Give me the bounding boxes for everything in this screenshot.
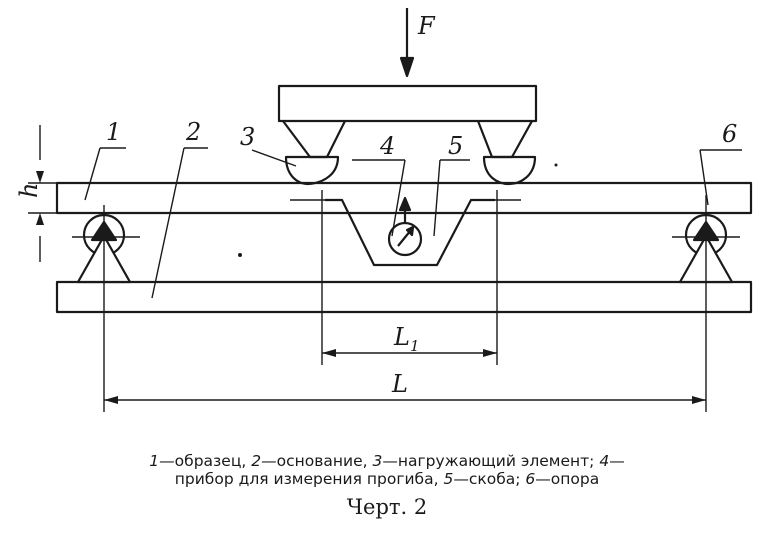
loading-roller-right [482, 155, 537, 186]
label-l1: L1 [393, 323, 419, 355]
caption-text-4b: прибор для измерения прогиба, [174, 470, 444, 488]
label-h: h [15, 183, 43, 198]
leader-1 [84, 147, 101, 201]
loading-beam [277, 84, 538, 123]
label-2: 2 [185, 118, 201, 146]
caption-num-4: 4 [599, 452, 610, 470]
leader-5 [433, 159, 441, 237]
caption-num-6: 6 [525, 470, 536, 488]
base [55, 280, 753, 314]
leader-4 [391, 159, 406, 237]
caption-num-2: 2 [251, 452, 262, 470]
leader-6 [699, 149, 709, 206]
caption-line-2: прибор для измерения прогиба, 5—скоба; 6… [0, 470, 774, 488]
bracket [325, 198, 495, 267]
caption-num-5: 5 [443, 470, 454, 488]
label-6: 6 [722, 120, 737, 148]
label-5: 5 [448, 132, 463, 160]
caption-text-5: —скоба; [453, 470, 526, 488]
caption-num-1: 1 [149, 452, 160, 470]
label-4: 4 [379, 132, 395, 160]
caption-text-6: —опора [535, 470, 600, 488]
caption-text-1: —образец, [159, 452, 252, 470]
caption-num-3: 3 [372, 452, 383, 470]
label-1: 1 [106, 118, 121, 146]
caption-text-3: —нагружающий элемент; [382, 452, 600, 470]
test-rig-diagram: F h L1 L 1 2 3 4 5 6 [15, 8, 753, 412]
deflection-gauge [387, 196, 423, 257]
loading-roller-left [284, 155, 340, 186]
caption-line-1: 1—образец, 2—основание, 3—нагружающий эл… [0, 452, 774, 470]
figure-title: Черт. 2 [346, 495, 428, 519]
force-arrow [399, 8, 415, 78]
label-force: F [417, 12, 436, 40]
label-3: 3 [240, 123, 255, 151]
loading-leg-left [282, 120, 346, 159]
loading-leg-right [476, 120, 533, 159]
leader-3 [251, 149, 297, 167]
label-l: L [391, 370, 408, 398]
leader-2 [151, 147, 185, 299]
caption-text-4: — [609, 452, 625, 470]
caption-text-2: —основание, [261, 452, 373, 470]
